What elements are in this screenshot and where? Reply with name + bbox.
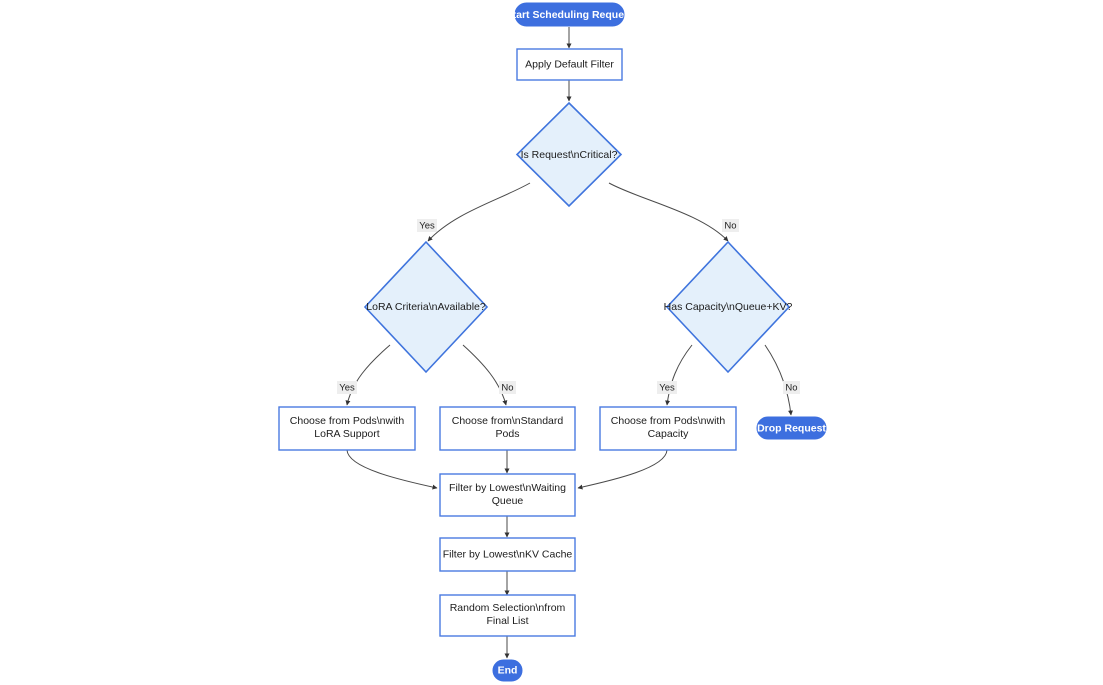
node-drop-request-shape[interactable] bbox=[756, 416, 827, 440]
node-random-selection-shape[interactable] bbox=[439, 594, 576, 637]
node-lora-criteria-available-label: LoRA Criteria\nAvailable? bbox=[366, 301, 486, 313]
edge-label-critical-yes: Yes bbox=[417, 219, 437, 232]
node-random-selection-label-line2: Final List bbox=[486, 615, 528, 627]
edge-label-lora-yes: Yes bbox=[337, 381, 357, 394]
node-choose-lora-pods[interactable]: Choose from Pods\nwith LoRA Support bbox=[278, 406, 416, 451]
edge-label-capacity-yes: Yes bbox=[657, 381, 677, 394]
node-apply-default-filter[interactable]: Apply Default Filter bbox=[516, 48, 623, 81]
edge-choose-lora-pods-to-filter-waiting-queue bbox=[346, 449, 438, 490]
edge-label-layer: Yes No Yes No Yes No bbox=[337, 219, 800, 394]
node-choose-standard-pods-shape[interactable] bbox=[439, 406, 576, 451]
node-drop-request[interactable]: Drop Request bbox=[756, 416, 827, 440]
node-choose-lora-pods-label-line2: LoRA Support bbox=[314, 428, 379, 440]
node-start-label: Start Scheduling Request bbox=[506, 9, 634, 21]
node-is-request-critical-shape[interactable] bbox=[515, 101, 623, 208]
edge-label-capacity-no-text: No bbox=[785, 383, 797, 394]
edge-label-lora-yes-text: Yes bbox=[339, 383, 355, 394]
node-choose-capacity-pods-label-line2: Capacity bbox=[648, 428, 690, 440]
node-choose-capacity-pods-label-line1: Choose from Pods\nwith bbox=[611, 415, 726, 427]
node-lora-criteria-available-shape[interactable] bbox=[363, 240, 489, 374]
node-is-request-critical-label: Is Request\nCritical? bbox=[521, 149, 618, 161]
edge-is-critical-yes-to-lora-criteria bbox=[427, 182, 531, 242]
edge-label-critical-yes-bg bbox=[417, 219, 437, 232]
edge-capacity-yes-to-choose-capacity-pods bbox=[665, 344, 693, 406]
node-choose-lora-pods-shape[interactable] bbox=[278, 406, 416, 451]
edge-label-capacity-no: No bbox=[783, 381, 800, 394]
edge-layer bbox=[345, 27, 793, 659]
edge-label-critical-no-text: No bbox=[724, 221, 736, 232]
edge-label-capacity-yes-text: Yes bbox=[659, 383, 675, 394]
node-filter-waiting-queue-label-line1: Filter by Lowest\nWaiting bbox=[449, 482, 566, 494]
node-random-selection[interactable]: Random Selection\nfrom Final List bbox=[439, 594, 576, 637]
node-filter-waiting-queue-label-line2: Queue bbox=[492, 495, 524, 507]
edge-label-critical-yes-text: Yes bbox=[419, 221, 435, 232]
node-apply-default-filter-label: Apply Default Filter bbox=[525, 58, 614, 70]
node-random-selection-label-line1: Random Selection\nfrom bbox=[450, 602, 566, 614]
node-choose-standard-pods-label-line1: Choose from\nStandard bbox=[452, 415, 564, 427]
node-filter-kv-cache-label: Filter by Lowest\nKV Cache bbox=[443, 548, 573, 560]
edge-label-critical-no: No bbox=[722, 219, 739, 232]
node-filter-waiting-queue[interactable]: Filter by Lowest\nWaiting Queue bbox=[439, 473, 576, 517]
node-apply-default-filter-shape[interactable] bbox=[516, 48, 623, 81]
edge-label-lora-no: No bbox=[499, 381, 516, 394]
edge-capacity-no-to-drop-request bbox=[764, 344, 793, 416]
node-end[interactable]: End bbox=[492, 659, 523, 682]
edge-is-critical-no-to-has-capacity bbox=[608, 182, 729, 242]
edge-label-capacity-yes-bg bbox=[657, 381, 677, 394]
node-choose-capacity-pods[interactable]: Choose from Pods\nwith Capacity bbox=[599, 406, 737, 451]
edge-lora-no-to-choose-standard-pods bbox=[462, 344, 508, 406]
node-filter-kv-cache-shape[interactable] bbox=[439, 537, 576, 572]
edge-label-critical-no-bg bbox=[722, 219, 739, 232]
edge-choose-capacity-pods-to-filter-waiting-queue bbox=[577, 449, 668, 490]
node-choose-lora-pods-label-line1: Choose from Pods\nwith bbox=[290, 415, 405, 427]
node-start-shape[interactable] bbox=[514, 2, 625, 27]
edge-label-lora-yes-bg bbox=[337, 381, 357, 394]
node-filter-kv-cache[interactable]: Filter by Lowest\nKV Cache bbox=[439, 537, 576, 572]
node-end-label: End bbox=[498, 664, 518, 676]
node-has-capacity-label: Has Capacity\nQueue+KV? bbox=[664, 301, 793, 313]
node-choose-standard-pods[interactable]: Choose from\nStandard Pods bbox=[439, 406, 576, 451]
node-end-shape[interactable] bbox=[492, 659, 523, 682]
node-filter-waiting-queue-shape[interactable] bbox=[439, 473, 576, 517]
edge-lora-yes-to-choose-lora-pods bbox=[345, 344, 391, 406]
node-has-capacity-shape[interactable] bbox=[665, 240, 791, 374]
node-is-request-critical[interactable]: Is Request\nCritical? bbox=[515, 101, 623, 208]
node-choose-capacity-pods-shape[interactable] bbox=[599, 406, 737, 451]
node-start[interactable]: Start Scheduling Request bbox=[506, 2, 634, 27]
node-has-capacity[interactable]: Has Capacity\nQueue+KV? bbox=[664, 240, 793, 374]
edge-label-lora-no-bg bbox=[499, 381, 516, 394]
edge-label-lora-no-text: No bbox=[501, 383, 513, 394]
edge-label-capacity-no-bg bbox=[783, 381, 800, 394]
node-choose-standard-pods-label-line2: Pods bbox=[496, 428, 520, 440]
node-lora-criteria-available[interactable]: LoRA Criteria\nAvailable? bbox=[363, 240, 489, 374]
node-drop-request-label: Drop Request bbox=[757, 422, 826, 434]
